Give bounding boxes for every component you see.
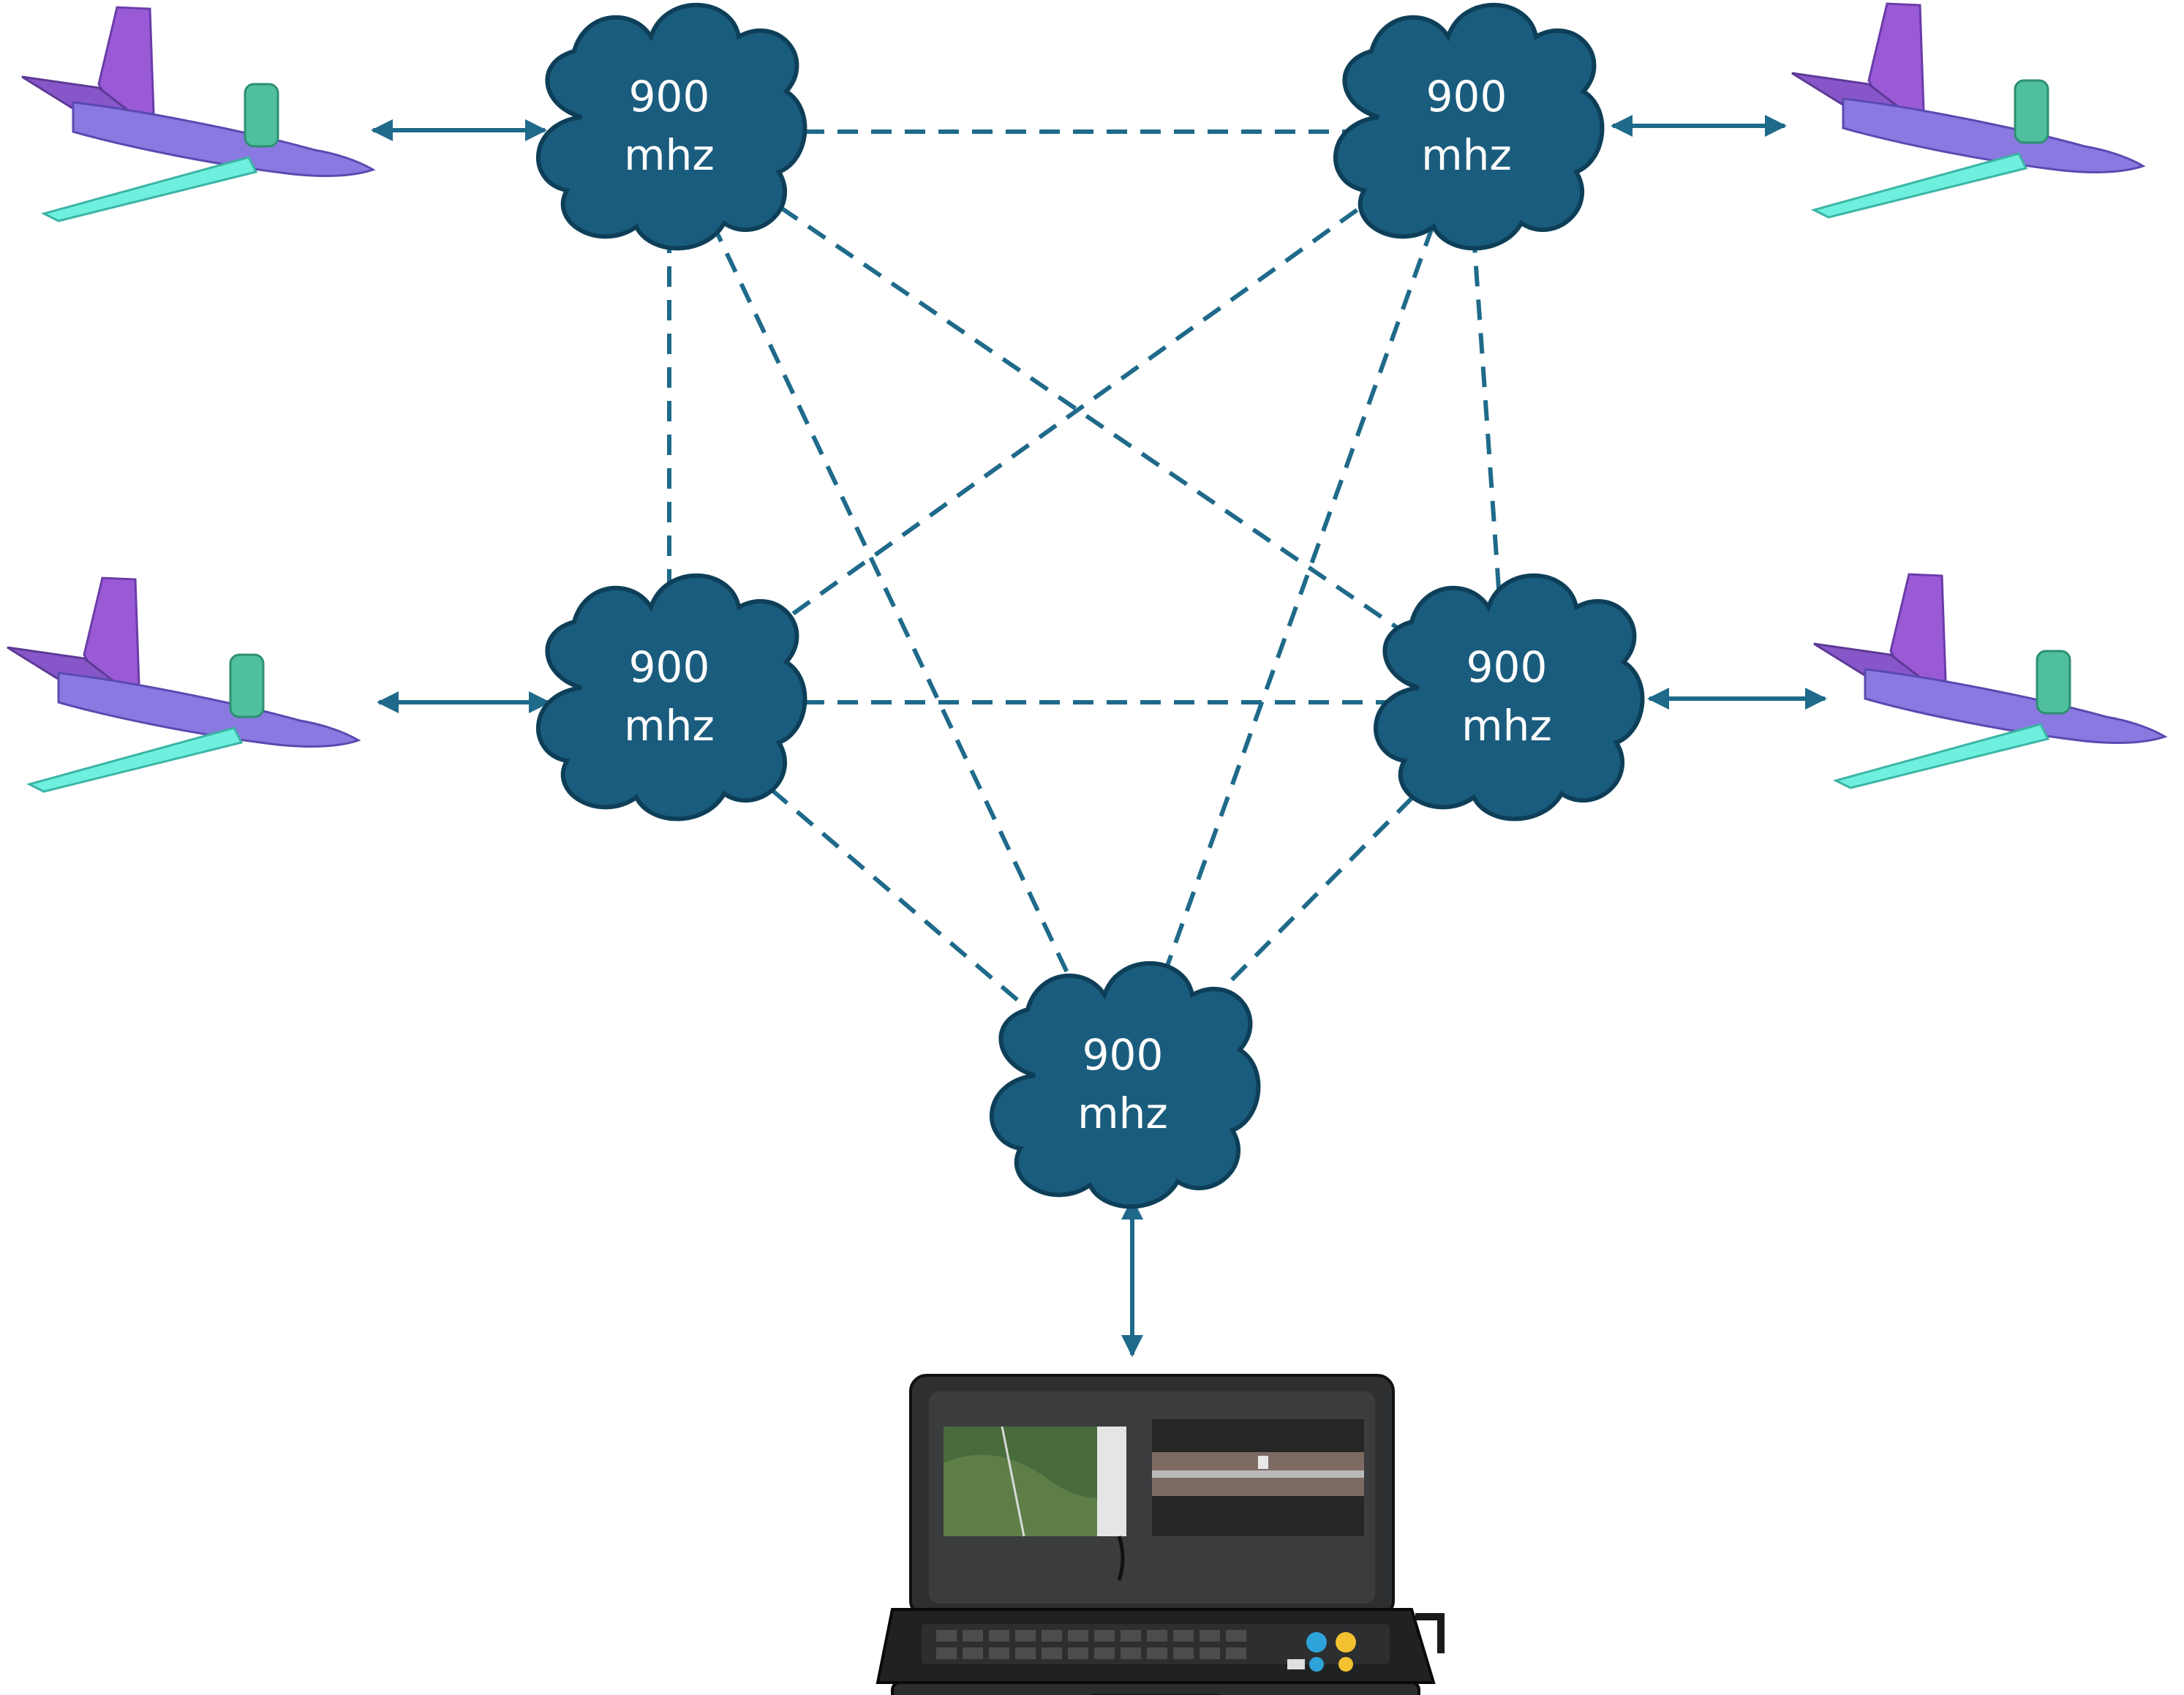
cloud-icon bbox=[538, 576, 805, 819]
cloud-node-top-right: 900 mhz bbox=[1336, 5, 1603, 249]
node-frequency-label: 900 bbox=[629, 642, 710, 692]
cloud-node-bottom: 900 mhz bbox=[992, 963, 1259, 1207]
ground-control-station-icon bbox=[876, 1374, 1445, 1695]
node-frequency-label: 900 bbox=[1466, 642, 1548, 692]
node-frequency-label: 900 bbox=[1082, 1030, 1164, 1080]
node-unit-label: mhz bbox=[624, 130, 715, 180]
link-top-left-mid-right bbox=[668, 129, 1508, 704]
link-top-left-bottom bbox=[667, 130, 1125, 1091]
cloud-node-mid-left: 900 mhz bbox=[538, 576, 805, 819]
drone-top-left-icon bbox=[20, 6, 374, 222]
control-knob-blue bbox=[1306, 1632, 1327, 1653]
node-frequency-label: 900 bbox=[1426, 72, 1507, 121]
drone-top-right-icon bbox=[1790, 2, 2145, 219]
node-unit-label: mhz bbox=[1421, 130, 1512, 180]
node-unit-label: mhz bbox=[1077, 1089, 1168, 1138]
radio-arrows bbox=[371, 115, 1827, 1357]
video-screen bbox=[1152, 1419, 1364, 1536]
cloud-icon bbox=[1376, 576, 1643, 819]
control-knob-yellow bbox=[1336, 1632, 1356, 1653]
radio-nodes: 900 mhz 900 mhz 900 mhz 900 mhz 900 mhz bbox=[538, 5, 1643, 1207]
cloud-icon bbox=[1336, 5, 1603, 249]
keyboard-keys bbox=[936, 1630, 1246, 1659]
link-top-right-mid-left bbox=[668, 129, 1468, 704]
node-unit-label: mhz bbox=[624, 701, 715, 751]
link-top-right-bottom bbox=[1121, 130, 1469, 1091]
cloud-icon bbox=[538, 5, 805, 249]
mesh-links bbox=[667, 129, 1509, 1092]
node-unit-label: mhz bbox=[1461, 701, 1552, 751]
cloud-node-top-left: 900 mhz bbox=[538, 5, 805, 249]
node-frequency-label: 900 bbox=[629, 72, 710, 121]
cloud-node-mid-right: 900 mhz bbox=[1376, 576, 1643, 819]
map-screen bbox=[944, 1426, 1126, 1537]
drone-mid-left-icon bbox=[6, 576, 360, 793]
cloud-icon bbox=[992, 963, 1259, 1207]
drone-mid-right-icon bbox=[1812, 573, 2166, 789]
